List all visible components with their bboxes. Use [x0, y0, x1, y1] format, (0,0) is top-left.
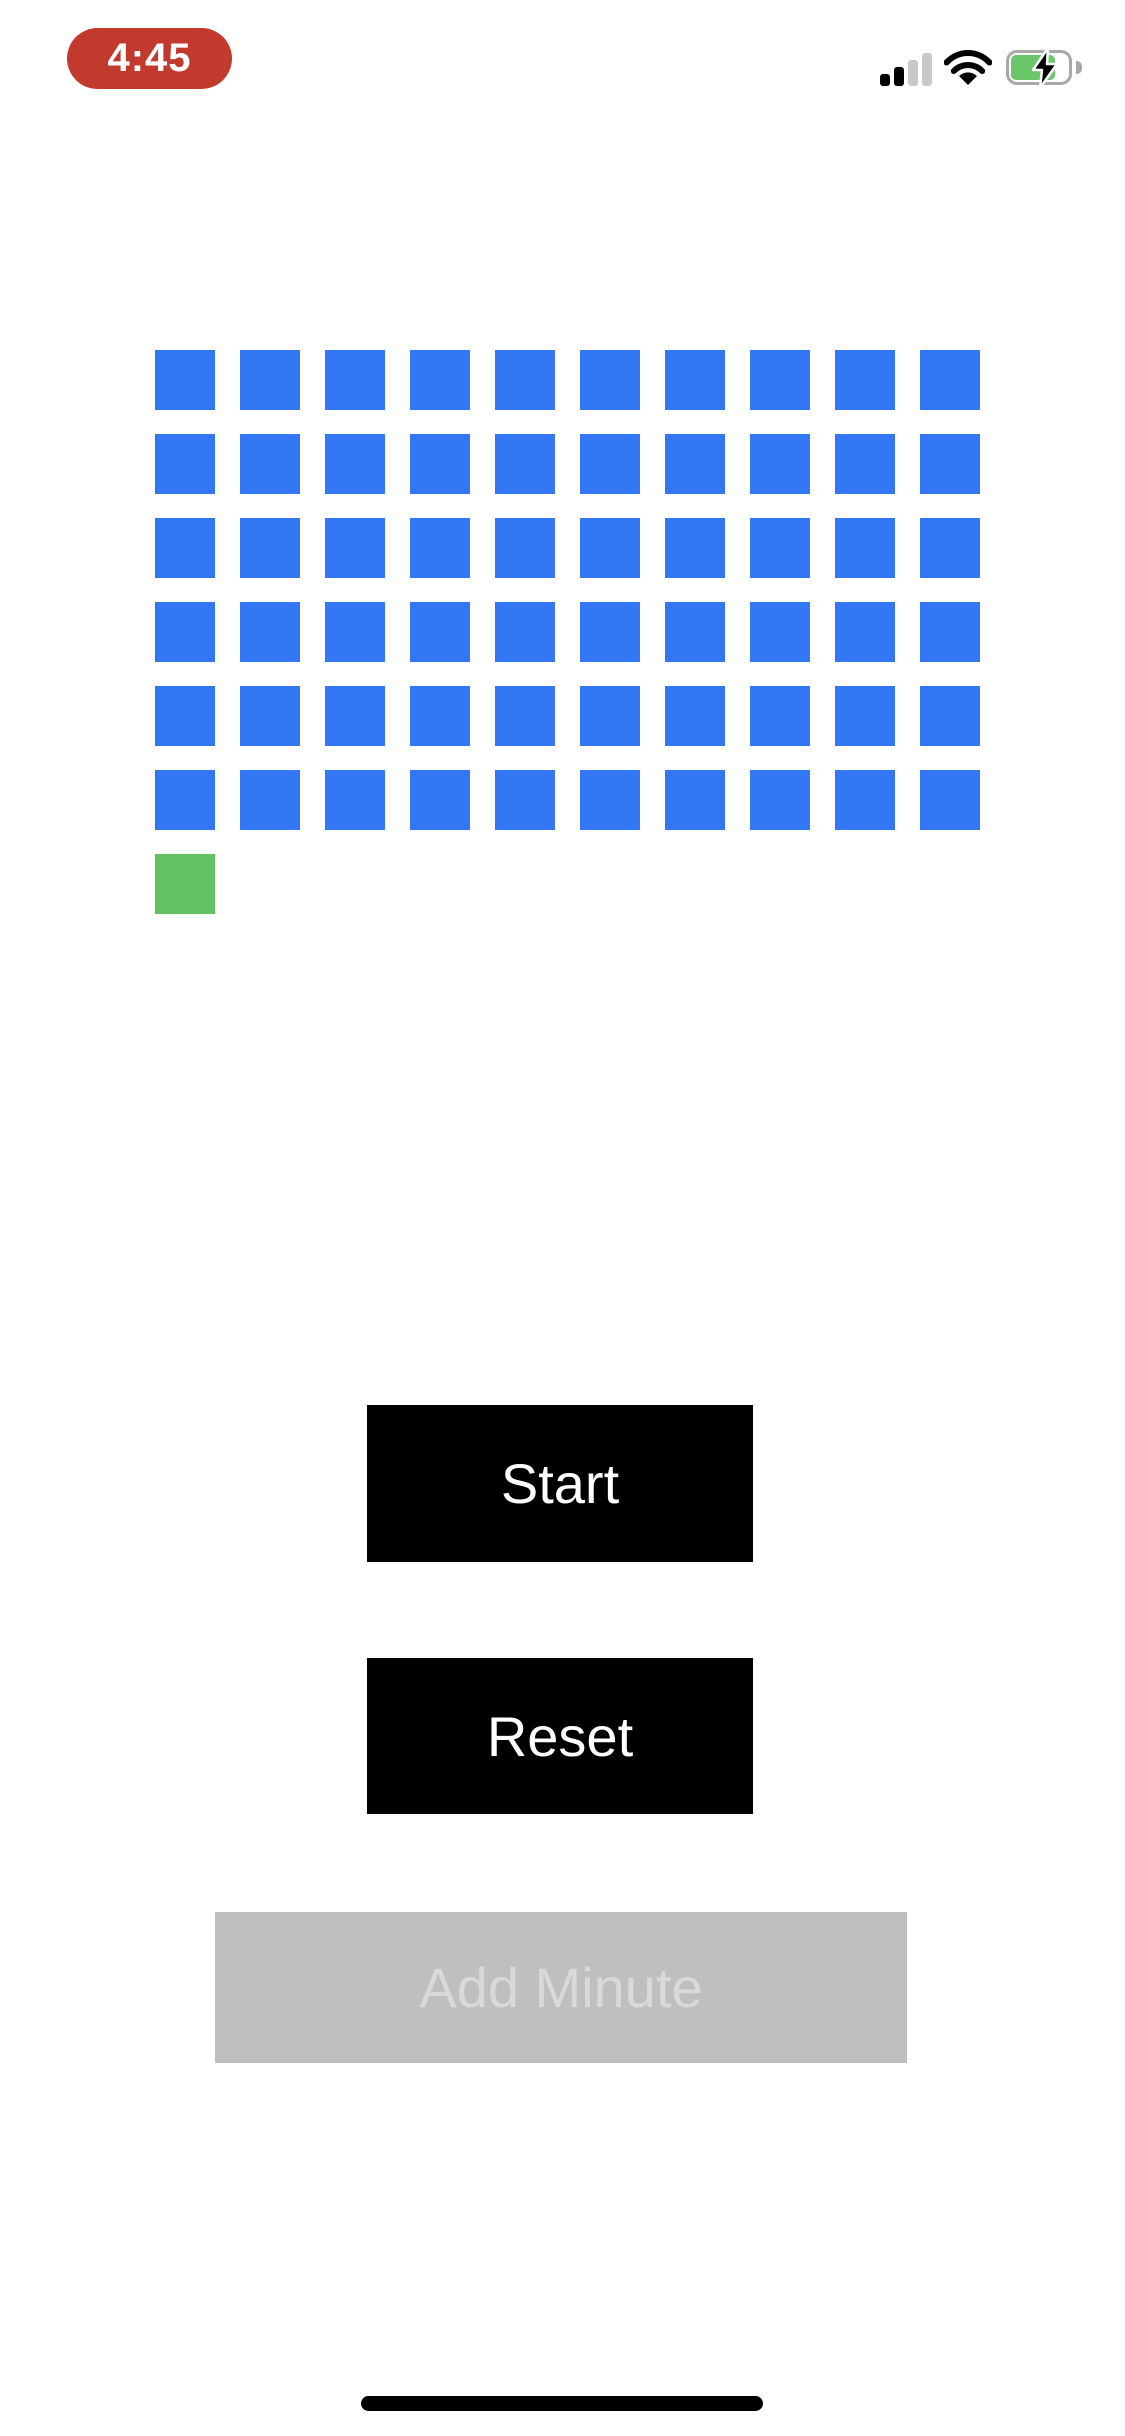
status-time-label: 4:45: [107, 36, 192, 80]
timer-cell-remaining: [240, 770, 300, 830]
timer-cell-remaining: [495, 686, 555, 746]
timer-cell-remaining: [750, 770, 810, 830]
battery-cap: [1076, 61, 1082, 74]
timer-cell-remaining: [410, 686, 470, 746]
timer-cell-remaining: [495, 602, 555, 662]
timer-cell-remaining: [495, 518, 555, 578]
timer-cell-remaining: [155, 518, 215, 578]
timer-cell-remaining: [665, 350, 725, 410]
timer-cell-remaining: [325, 770, 385, 830]
timer-cell-remaining: [495, 434, 555, 494]
home-indicator[interactable]: [361, 2396, 763, 2411]
timer-cell-remaining: [665, 434, 725, 494]
cellular-signal-icon: [880, 53, 932, 86]
timer-cell-remaining: [665, 686, 725, 746]
cellular-bar: [922, 53, 932, 86]
timer-cell-remaining: [240, 434, 300, 494]
timer-cell-remaining: [665, 770, 725, 830]
timer-cell-remaining: [750, 434, 810, 494]
wifi-icon: [944, 50, 992, 85]
timer-cell-remaining: [835, 518, 895, 578]
timer-cell-remaining: [410, 350, 470, 410]
timer-cell-remaining: [835, 602, 895, 662]
timer-cell-remaining: [495, 350, 555, 410]
timer-cell-remaining: [325, 686, 385, 746]
timer-cell-remaining: [410, 770, 470, 830]
timer-cell-remaining: [920, 434, 980, 494]
battery-bolt-icon: [1031, 47, 1059, 89]
timer-cell-remaining: [240, 350, 300, 410]
start-button-label: Start: [500, 1452, 620, 1515]
add-minute-button[interactable]: Add Minute: [215, 1912, 907, 2063]
time-pill[interactable]: 4:45: [67, 28, 232, 89]
timer-cell-remaining: [835, 350, 895, 410]
timer-cell-remaining: [155, 434, 215, 494]
timer-cell-remaining: [155, 686, 215, 746]
timer-cell-remaining: [155, 770, 215, 830]
cellular-bar: [908, 60, 918, 86]
timer-cell-remaining: [240, 518, 300, 578]
timer-cell-remaining: [495, 770, 555, 830]
cellular-bar: [880, 74, 890, 86]
timer-cell-remaining: [325, 602, 385, 662]
timer-cell-elapsed: [155, 854, 215, 914]
timer-cell-remaining: [325, 518, 385, 578]
start-button[interactable]: Start: [367, 1405, 753, 1562]
timer-cell-remaining: [240, 602, 300, 662]
timer-cell-remaining: [580, 770, 640, 830]
timer-cell-remaining: [240, 686, 300, 746]
add-minute-button-label: Add Minute: [419, 1956, 703, 2019]
timer-cell-remaining: [920, 602, 980, 662]
timer-cell-remaining: [920, 518, 980, 578]
timer-cell-remaining: [750, 686, 810, 746]
timer-cell-remaining: [580, 518, 640, 578]
timer-cell-remaining: [835, 434, 895, 494]
timer-cell-remaining: [325, 434, 385, 494]
reset-button[interactable]: Reset: [367, 1658, 753, 1814]
reset-button-label: Reset: [486, 1704, 634, 1768]
timer-cell-remaining: [835, 770, 895, 830]
timer-cell-remaining: [580, 602, 640, 662]
timer-cell-remaining: [325, 350, 385, 410]
timer-grid: [155, 350, 980, 914]
timer-cell-remaining: [750, 602, 810, 662]
timer-cell-remaining: [835, 686, 895, 746]
timer-cell-remaining: [580, 686, 640, 746]
cellular-bar: [894, 67, 904, 86]
timer-cell-remaining: [155, 350, 215, 410]
timer-cell-remaining: [750, 350, 810, 410]
timer-cell-remaining: [580, 350, 640, 410]
timer-cell-remaining: [665, 602, 725, 662]
timer-cell-remaining: [665, 518, 725, 578]
timer-cell-remaining: [920, 686, 980, 746]
timer-cell-remaining: [155, 602, 215, 662]
battery-outline: [1006, 50, 1072, 85]
timer-cell-remaining: [410, 434, 470, 494]
timer-cell-remaining: [750, 518, 810, 578]
timer-cell-remaining: [410, 602, 470, 662]
timer-cell-remaining: [920, 770, 980, 830]
timer-cell-remaining: [580, 434, 640, 494]
battery-icon: [1006, 47, 1084, 89]
timer-cell-remaining: [920, 350, 980, 410]
timer-cell-remaining: [410, 518, 470, 578]
